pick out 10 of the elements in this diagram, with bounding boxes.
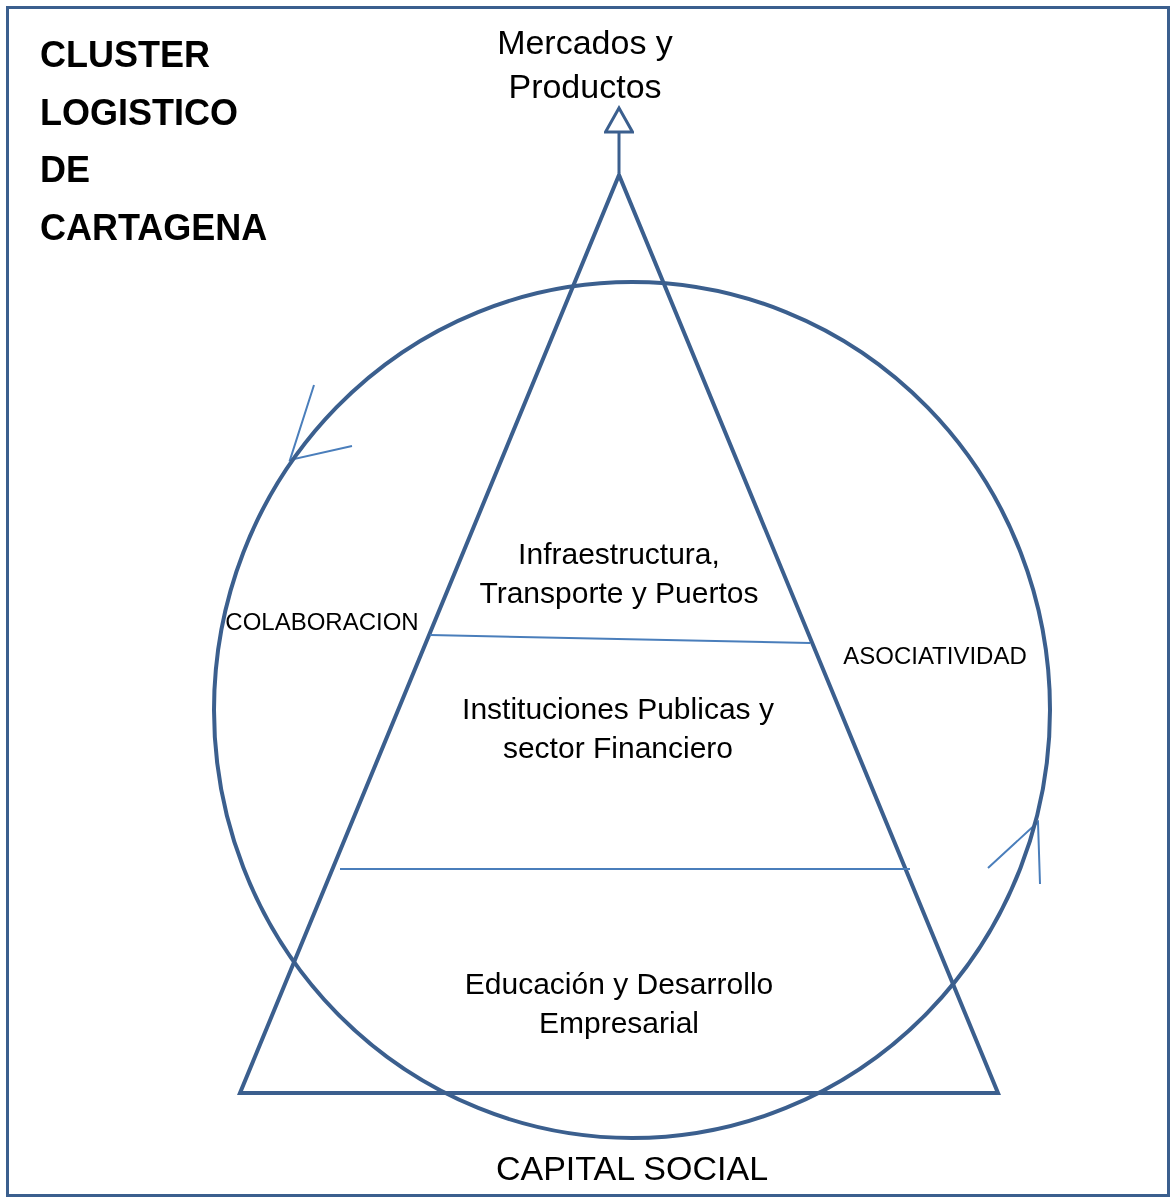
pyramid-layer-text: Educación y Desarrollo Empresarial — [439, 963, 799, 1043]
arrow — [604, 106, 634, 173]
pyramid-layer-text: Infraestructura, Transporte y Puertos — [474, 513, 764, 633]
cycle-circle — [212, 280, 1052, 1140]
pyramid-layer-text: Instituciones Publicas y sector Financiero — [418, 688, 818, 768]
concept-label: ASOCIATIVIDAD — [842, 641, 1028, 671]
concept-label: COLABORACION — [224, 607, 420, 637]
concept-label: CAPITAL SOCIAL — [494, 1148, 770, 1189]
top-text: Mercados y Productos — [440, 20, 730, 108]
title: CLUSTER LOGISTICO DE CARTAGENA — [40, 33, 269, 250]
